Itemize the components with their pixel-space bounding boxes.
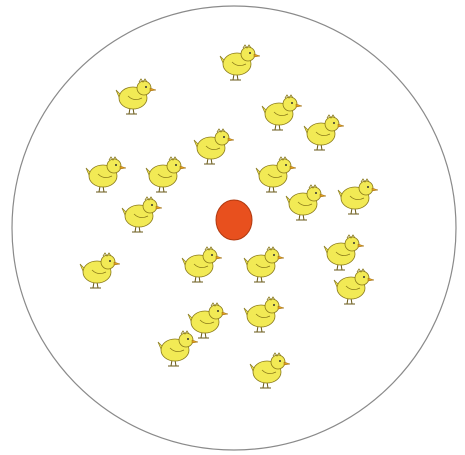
center-orange-dot	[216, 200, 252, 240]
